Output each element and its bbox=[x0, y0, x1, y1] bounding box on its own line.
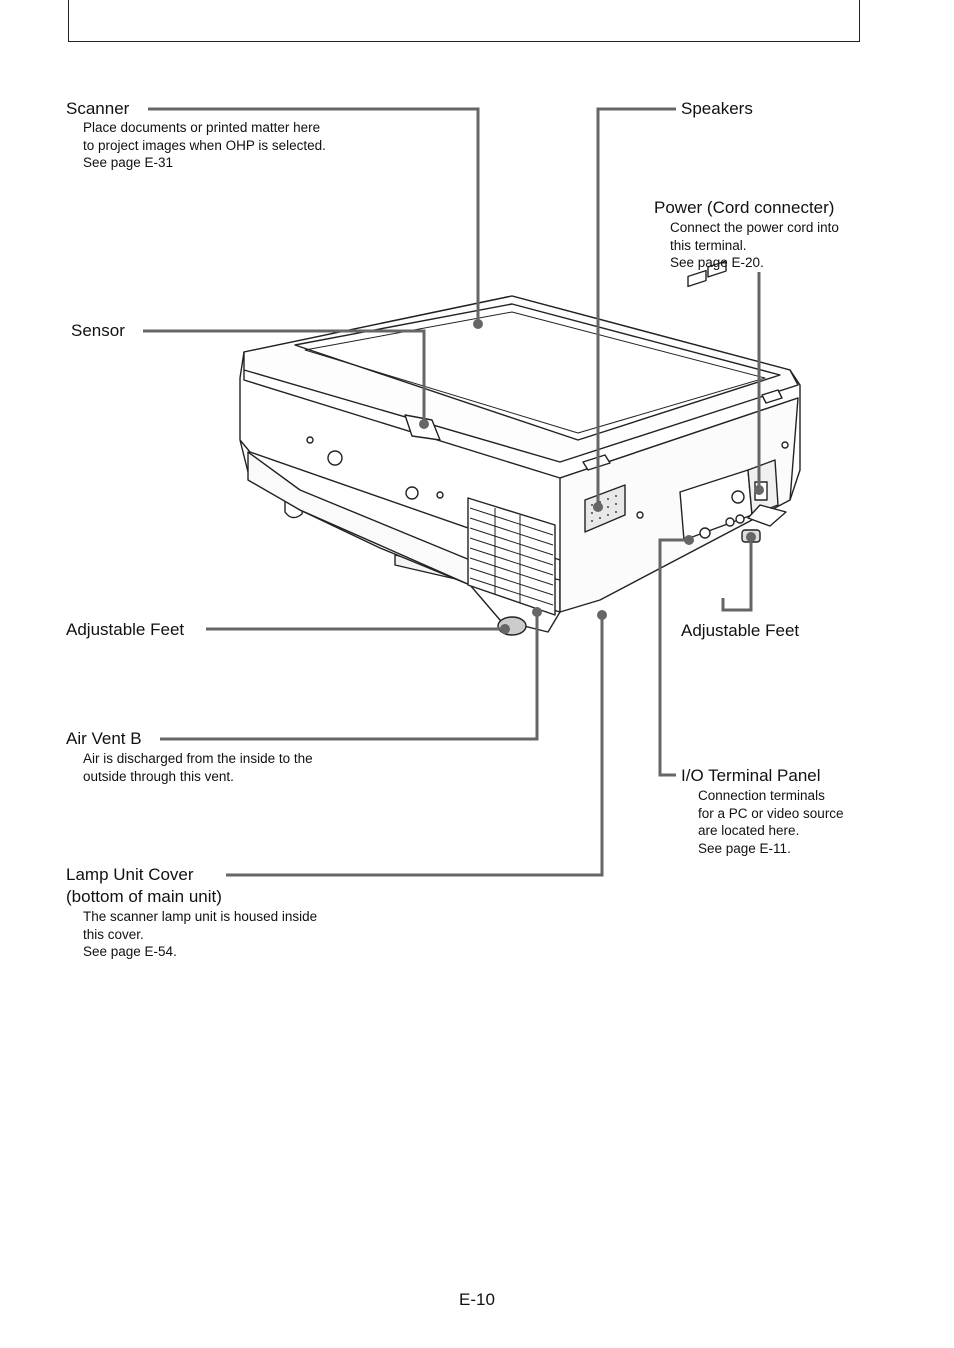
feet-right-leader bbox=[721, 537, 753, 612]
scanner-desc-line: to project images when OHP is selected. bbox=[83, 137, 326, 153]
air-vent-desc-line: Air is discharged from the inside to the bbox=[83, 751, 313, 766]
power-desc-line: Connect the power cord into bbox=[670, 220, 839, 235]
power-label: Power (Cord connecter) bbox=[654, 198, 835, 217]
scanner-desc-line: See page E-31 bbox=[83, 155, 174, 170]
sensor-leader bbox=[143, 329, 426, 424]
io-panel-desc-line: are located here. bbox=[698, 823, 800, 838]
lamp-cover-leader bbox=[226, 615, 604, 877]
adjustable-feet-left-label: Adjustable Feet bbox=[66, 620, 185, 639]
sensor-label: Sensor bbox=[71, 321, 125, 340]
io-panel-desc-line: Connection terminals bbox=[698, 788, 825, 803]
lamp-cover-description: The scanner lamp unit is housed inside t… bbox=[83, 908, 317, 961]
io-panel-label: I/O Terminal Panel bbox=[681, 766, 821, 785]
scanner-label: Scanner bbox=[66, 99, 130, 118]
lamp-cover-desc-line: See page E-54. bbox=[83, 944, 177, 959]
io-panel-description: Connection terminals for a PC or video s… bbox=[698, 787, 844, 857]
lamp-cover-label: Lamp Unit Cover bbox=[66, 865, 194, 884]
air-vent-description: Air is discharged from the inside to the… bbox=[83, 750, 313, 785]
lamp-cover-sublabel: (bottom of main unit) bbox=[66, 887, 222, 906]
air-vent-label: Air Vent B bbox=[66, 729, 142, 748]
header-box bbox=[68, 0, 860, 42]
lamp-cover-desc-line: The scanner lamp unit is housed inside bbox=[83, 909, 318, 924]
io-panel-desc-line: See page E-11. bbox=[698, 840, 791, 856]
io-panel-desc-line: for a PC or video source bbox=[698, 805, 844, 821]
speakers-leader bbox=[596, 107, 676, 507]
air-vent-desc-line: outside through this vent. bbox=[83, 768, 234, 784]
power-desc-line: this terminal. bbox=[670, 237, 747, 253]
air-vent-leader bbox=[160, 612, 539, 741]
adjustable-feet-right-label: Adjustable Feet bbox=[681, 621, 800, 640]
power-description: Connect the power cord into this termina… bbox=[670, 219, 839, 272]
lamp-cover-desc-line: this cover. bbox=[83, 926, 144, 942]
io-panel-leader bbox=[658, 538, 689, 777]
scanner-description: Place documents or printed matter here t… bbox=[83, 119, 326, 172]
power-desc-line: See page E-20. bbox=[670, 255, 764, 270]
scanner-desc-line: Place documents or printed matter here bbox=[83, 120, 321, 135]
speakers-label: Speakers bbox=[681, 99, 753, 118]
scanner-leader bbox=[148, 107, 480, 324]
page-number: E-10 bbox=[459, 1290, 495, 1309]
